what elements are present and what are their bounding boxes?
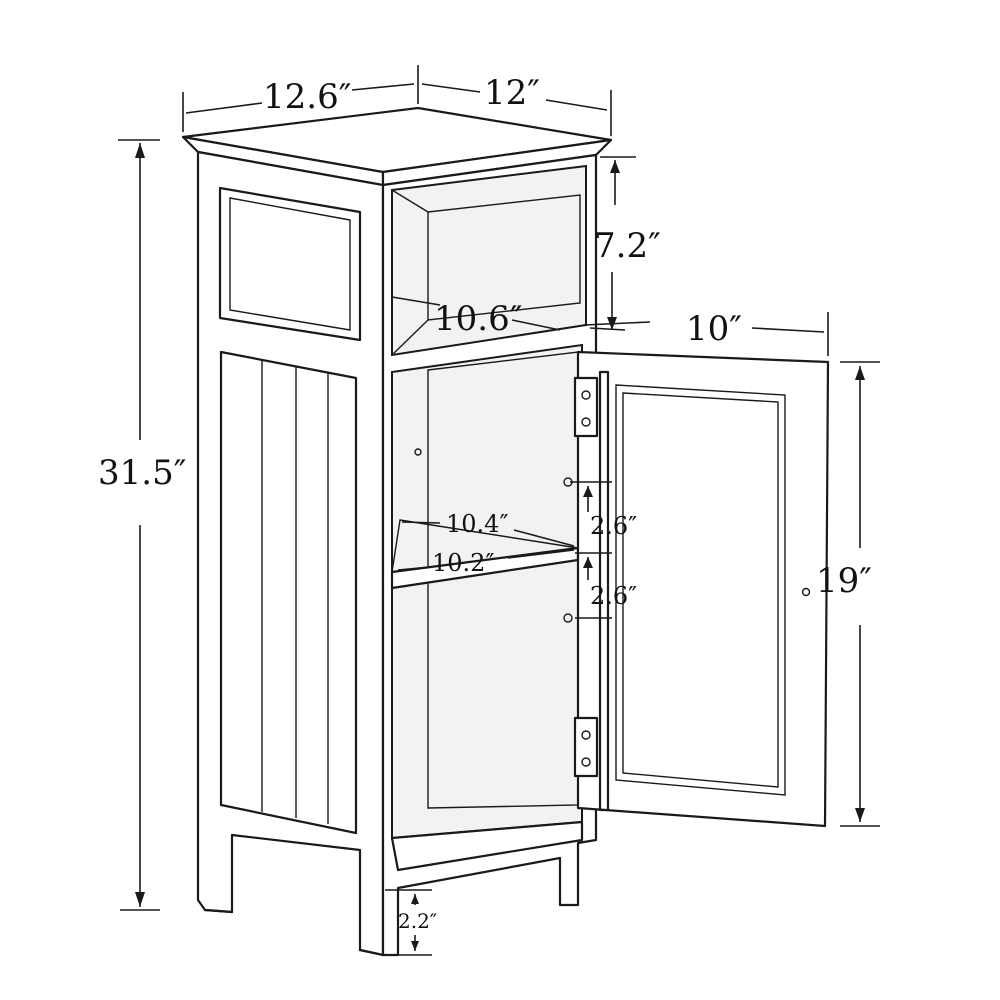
shelf-adjust-lower-label: 2.6″ [590, 582, 637, 610]
cabinet-side-panel [196, 150, 385, 957]
leg-height-label: 2.2″ [398, 909, 437, 933]
width-label: 12.6″ [263, 77, 351, 117]
lower-hinge-icon [573, 716, 599, 778]
depth-label: 12″ [484, 73, 540, 113]
door-knob-icon [801, 587, 811, 597]
dimension-lines [118, 65, 880, 956]
cabinet-front [381, 153, 598, 957]
open-shelf-width-label: 10.6″ [434, 299, 522, 339]
shelf-depth-label: 10.4″ [446, 510, 508, 538]
cabinet-top [181, 106, 613, 187]
upper-hinge-icon [573, 376, 599, 438]
open-shelf-height-label: 7.2″ [594, 226, 661, 266]
arrowheads [135, 143, 865, 951]
shelf-adjust-upper-label: 2.6″ [590, 512, 637, 540]
door-width-label: 10″ [686, 309, 742, 349]
shelf-width-label: 10.2″ [432, 549, 494, 577]
total-height-label: 31.5″ [98, 453, 186, 493]
door-height-label: 19″ [816, 561, 872, 601]
cabinet-door [576, 350, 830, 828]
